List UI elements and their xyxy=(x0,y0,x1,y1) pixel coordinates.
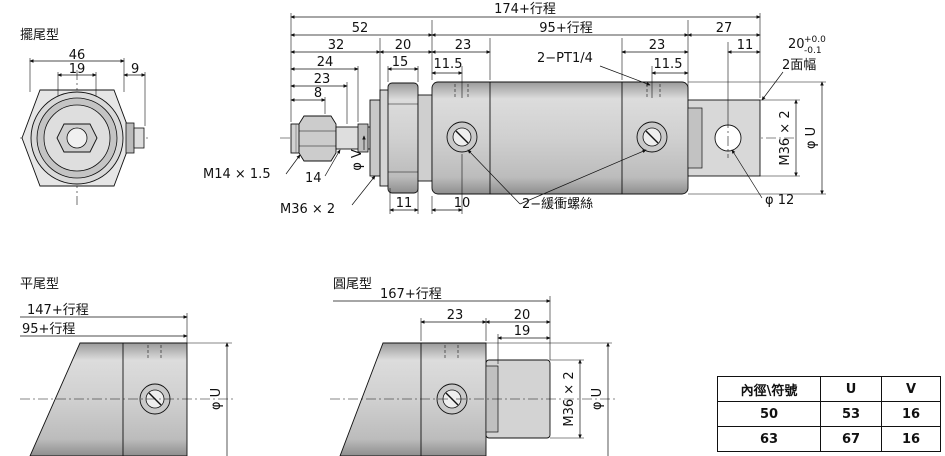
dim-23: 23 xyxy=(455,38,472,53)
round-type-view: 圓尾型 167+行程 23 20 19 M36 × 2 φ U xyxy=(330,277,615,456)
thread-m36-rear: M36 × 2 xyxy=(778,110,793,165)
table-cell: 53 xyxy=(820,401,882,427)
tie-rod-type-label: 擺尾型 xyxy=(20,28,59,43)
dim-27: 27 xyxy=(716,21,733,36)
header-bore-symbol: 內徑\符號 xyxy=(717,376,821,402)
header-u: U xyxy=(820,376,882,402)
dim-95-stroke: 95+行程 xyxy=(539,21,592,36)
dim-23b: 23 xyxy=(649,38,666,53)
phi-u-main: φ U xyxy=(804,127,819,149)
dim-11b: 11 xyxy=(396,196,413,211)
table-cell: 67 xyxy=(820,426,882,452)
dim-32: 32 xyxy=(328,38,345,53)
dim-24: 24 xyxy=(317,55,334,70)
dim-20-tolerance: 20 xyxy=(788,37,805,52)
dim-14: 14 xyxy=(305,171,322,186)
dim-52: 52 xyxy=(352,21,369,36)
dimension-table: 內徑\符號 U V 50 53 16 63 67 16 xyxy=(717,376,941,452)
table-cell: 16 xyxy=(881,401,941,427)
phi-v-group: φ V xyxy=(350,149,365,171)
phi-12: φ 12 xyxy=(765,193,794,208)
dim-174-stroke: 174+行程 xyxy=(494,2,556,17)
port-label: 2−PT1/4 xyxy=(537,51,593,66)
tol-upper: +0.0 xyxy=(804,35,826,45)
table-header-row: 內徑\符號 U V xyxy=(717,376,941,402)
dim-167-stroke: 167+行程 xyxy=(380,287,442,302)
dim-11-5b: 11.5 xyxy=(654,57,683,72)
phi-v-label: φ V xyxy=(350,149,365,171)
main-side-view: 174+行程 52 95+行程 27 32 20 23 23 11 20 +0.… xyxy=(203,2,826,217)
dim-23c: 23 xyxy=(314,72,331,87)
phi-u-round: φ U xyxy=(590,388,605,410)
dim-11-5: 11.5 xyxy=(434,57,463,72)
dim-r19: 19 xyxy=(514,324,531,339)
dim-r23: 23 xyxy=(447,308,464,323)
thread-m14: M14 × 1.5 xyxy=(203,167,271,182)
cushion-screw-label: 2−緩衝螺絲 xyxy=(522,197,593,212)
table-row: 63 67 16 xyxy=(717,426,941,452)
thread-m36-front: M36 × 2 xyxy=(280,202,335,217)
table-cell: 16 xyxy=(881,426,941,452)
dim-95-flat: 95+行程 xyxy=(22,322,75,337)
dim-46: 46 xyxy=(69,48,86,63)
table-cell: 63 xyxy=(717,426,821,452)
two-face-width: 2面幅 xyxy=(782,58,816,73)
tol-lower: -0.1 xyxy=(804,46,822,56)
flat-type-label: 平尾型 xyxy=(20,277,59,292)
header-v: V xyxy=(881,376,941,402)
dim-19: 19 xyxy=(69,62,86,77)
flat-type-view: 平尾型 147+行程 95+行程 φ U xyxy=(20,277,235,456)
thread-m36-round: M36 × 2 xyxy=(562,371,577,426)
dim-8: 8 xyxy=(314,86,322,101)
end-view: 擺尾型 46 19 9 xyxy=(20,28,148,205)
dim-147-stroke: 147+行程 xyxy=(27,303,89,318)
dim-20: 20 xyxy=(395,38,412,53)
dim-9: 9 xyxy=(131,62,139,77)
dim-10: 10 xyxy=(454,196,471,211)
table-row: 50 53 16 xyxy=(717,401,941,427)
dim-15: 15 xyxy=(392,55,409,70)
dim-11: 11 xyxy=(737,38,754,53)
round-type-label: 圓尾型 xyxy=(333,277,372,292)
table-cell: 50 xyxy=(717,401,821,427)
phi-u-flat: φ U xyxy=(209,388,224,410)
dim-r20: 20 xyxy=(514,308,531,323)
